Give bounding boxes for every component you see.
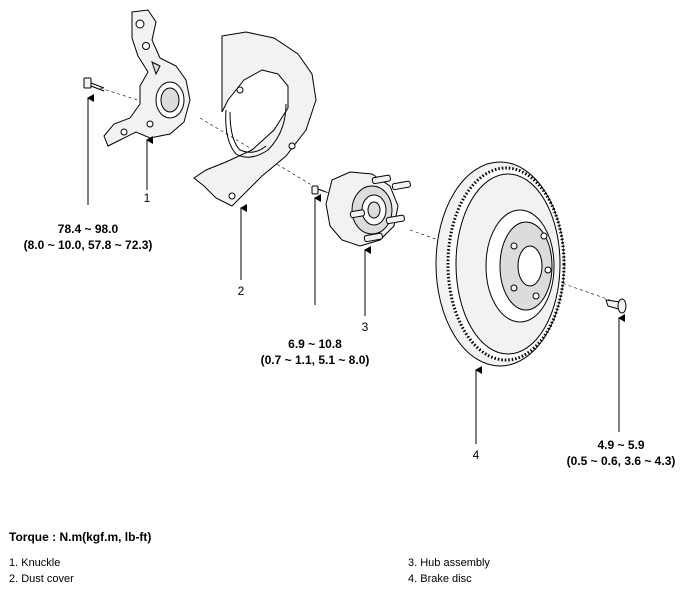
torque-units-heading: Torque : N.m(kgf.m, lb-ft) [9, 530, 152, 544]
legend-item-brake-disc: 4. Brake disc [408, 573, 472, 585]
disc-screw [605, 298, 627, 314]
callout-number-4: 4 [472, 448, 480, 462]
callout-number-1: 1 [143, 191, 151, 205]
legend-item-dust-cover: 2. Dust cover [9, 573, 74, 585]
dust-cover-drawing [193, 31, 317, 207]
torque-disc-screw-nm: 4.9 ~ 5.9 [597, 438, 645, 452]
hub-mount-bolt [311, 185, 327, 195]
knuckle-bolt [83, 77, 105, 92]
torque-knuckle-bolt-alt: (8.0 ~ 10.0, 57.8 ~ 72.3) [23, 238, 153, 252]
torque-knuckle-bolt-nm: 78.4 ~ 98.0 [57, 222, 119, 236]
torque-hub-bolt-alt: (0.7 ~ 1.1, 5.1 ~ 8.0) [260, 353, 370, 367]
knuckle-drawing [103, 9, 191, 147]
callout-number-3: 3 [361, 320, 369, 334]
legend-item-hub-assembly: 3. Hub assembly [408, 557, 490, 569]
torque-disc-screw-alt: (0.5 ~ 0.6, 3.6 ~ 4.3) [566, 454, 676, 468]
brake-disc-drawing [435, 161, 566, 367]
callout-number-2: 2 [237, 284, 245, 298]
hub-assembly-drawing [325, 171, 411, 247]
legend-item-knuckle: 1. Knuckle [9, 557, 61, 569]
torque-hub-bolt-nm: 6.9 ~ 10.8 [288, 337, 342, 351]
leader-lines [87, 94, 625, 444]
